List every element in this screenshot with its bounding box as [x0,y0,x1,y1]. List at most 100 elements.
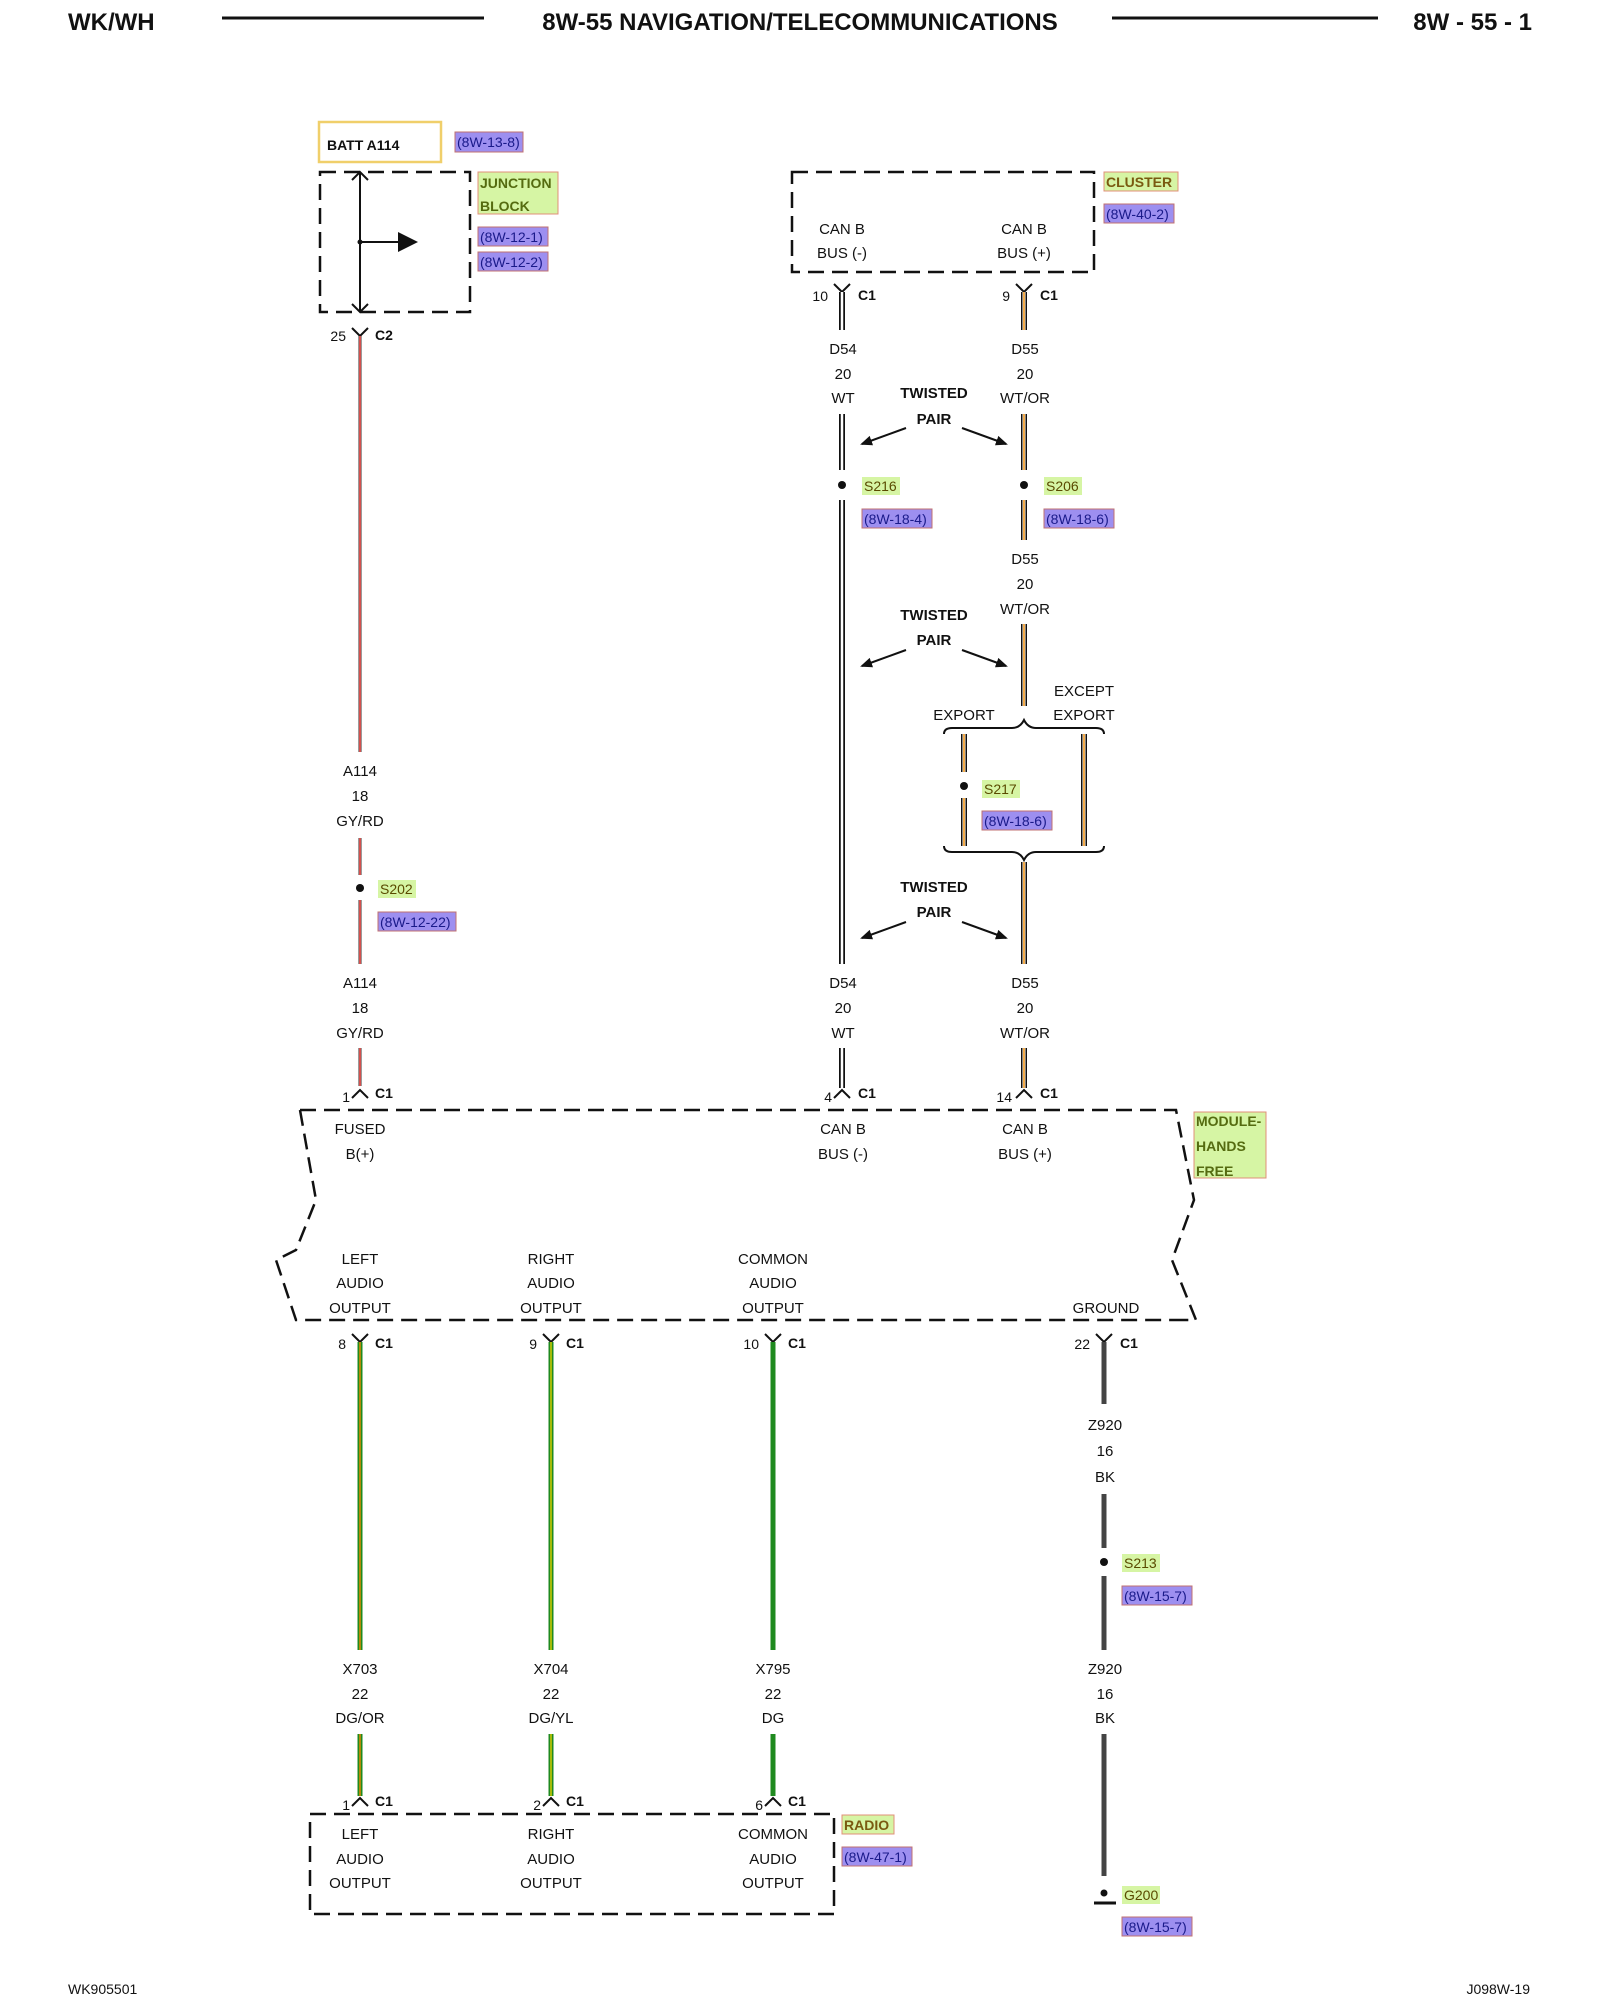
x795-color: DG [762,1710,785,1727]
d55-mid-gauge: 20 [1017,576,1034,593]
hf-right-l1: RIGHT [528,1251,575,1268]
z920-bot-circuit: Z920 [1088,1661,1122,1678]
radio-left-l1: LEFT [342,1826,379,1843]
x795-circuit: X795 [755,1661,790,1678]
wire-x795: X795 22 DG [755,1342,791,1796]
radio-common-symbol [764,1796,782,1807]
radio-right-pin: 2 [533,1797,541,1813]
radio-ref-bg [841,1846,913,1867]
cluster-ref-bg [1103,203,1175,224]
batt-ref[interactable]: (8W-13-8) [457,134,520,150]
export-branch: EXPORT EXCEPT EXPORT S217 (8W-18-6) [933,683,1115,964]
x703-circuit: X703 [342,1661,377,1678]
s216-ref[interactable]: (8W-18-4) [864,511,927,527]
z920-bot-gauge: 16 [1097,1686,1114,1703]
radio-name-bg [841,1814,895,1835]
s202-name-bg [378,880,416,898]
hf-common-name: C1 [788,1335,806,1351]
hf-ground-name: C1 [1120,1335,1138,1351]
jb-name-line1: JUNCTION [480,175,552,191]
jb-node [357,239,363,245]
x703-color: DG/OR [335,1710,384,1727]
s213-ref[interactable]: (8W-15-7) [1124,1588,1187,1604]
s206-name-bg [1044,477,1082,495]
connector-hf-fused: 1 C1 [342,1085,393,1105]
hf-left-symbol [351,1333,369,1344]
jb-arrow-down [351,303,369,314]
a114-top-circuit: A114 [343,763,377,780]
wire-d55: D55 20 WT/OR S206 (8W-18-6) D55 20 WT/OR [1000,292,1115,706]
radio-right-l1: RIGHT [528,1826,575,1843]
twisted-pair-3-arrow-left [860,921,907,940]
batt-label-box [317,120,443,164]
z920-top-color: BK [1095,1469,1115,1486]
cl-c1-right-name: C1 [1040,287,1058,303]
cluster-module: CAN B BUS (-) CAN B BUS (+) CLUSTER (8W-… [790,170,1179,274]
wire-x703: X703 22 DG/OR [335,1342,385,1796]
battery-feed: BATT A114 (8W-13-8) [317,120,524,164]
except-export-l2: EXPORT [1053,707,1114,724]
cluster-pin-left-l1: CAN B [819,221,865,238]
s206-ref[interactable]: (8W-18-6) [1046,511,1109,527]
jb-ref1[interactable]: (8W-12-1) [480,229,543,245]
cluster-pin-left-l2: BUS (-) [817,245,867,262]
junction-block: JUNCTION BLOCK (8W-12-1) (8W-12-2) [318,170,559,314]
twisted-pair-3-l1: TWISTED [900,879,968,896]
s217-ref[interactable]: (8W-18-6) [984,813,1047,829]
connector-hf-ground: 22 C1 [1074,1333,1138,1352]
s213-name[interactable]: S213 [1124,1555,1157,1571]
radio-ref[interactable]: (8W-47-1) [844,1849,907,1865]
a114-top-color: GY/RD [336,813,384,830]
hf-outline-right [300,1108,1198,1322]
z920-bot-color: BK [1095,1710,1115,1727]
z920-top-circuit: Z920 [1088,1417,1122,1434]
radio-right-l3: OUTPUT [520,1875,582,1892]
s202-name[interactable]: S202 [380,881,413,897]
header-title: 8W-55 NAVIGATION/TELECOMMUNICATIONS [542,9,1058,36]
splice-s206-dot [1020,481,1028,489]
hf-canp-symbol [1015,1088,1033,1099]
g200-name[interactable]: G200 [1124,1887,1158,1903]
jb-c2-pin: 25 [330,328,346,344]
twisted-pair-3-l2: PAIR [917,904,952,921]
s206-name[interactable]: S206 [1046,478,1079,494]
radio-common-name: C1 [788,1793,806,1809]
jb-arrow-right [398,232,418,252]
twisted-pair-2-l1: TWISTED [900,607,968,624]
hf-right-l2: AUDIO [527,1275,575,1292]
d55-bot-circuit: D55 [1011,975,1039,992]
export-brace-top [943,717,1105,735]
jb-ref2[interactable]: (8W-12-2) [480,254,543,270]
connector-radio-left: 1 C1 [342,1793,393,1813]
jb-ref1-bg [477,226,549,247]
s202-ref[interactable]: (8W-12-22) [380,914,451,930]
s217-name-bg [982,780,1020,798]
except-export-l1: EXCEPT [1054,683,1114,700]
cluster-name: CLUSTER [1106,174,1172,190]
hf-canm-symbol [833,1088,851,1099]
connector-hf-canm: 4 C1 [824,1085,876,1105]
twisted-pair-1-l2: PAIR [917,411,952,428]
header-page-number: 8W - 55 - 1 [1413,9,1532,36]
twisted-pair-2-arrow-left [860,649,907,668]
radio-name: RADIO [844,1817,889,1833]
jb-c2-symbol [351,327,369,338]
hf-canp-l1: CAN B [1002,1121,1048,1138]
s217-name[interactable]: S217 [984,781,1017,797]
twisted-pair-3: TWISTED PAIR [860,879,1008,940]
hf-ground: GROUND [1073,1300,1140,1317]
g200-ref[interactable]: (8W-15-7) [1124,1919,1187,1935]
radio-common-pin: 6 [755,1797,763,1813]
hf-left-l1: LEFT [342,1251,379,1268]
s202-ref-bg [377,911,457,932]
s206-ref-bg [1043,508,1115,529]
s217-ref-bg [981,810,1053,831]
hf-common-l1: COMMON [738,1251,808,1268]
d54-top-gauge: 20 [835,366,852,383]
connector-cluster-c1-left: 10 C1 [812,283,876,304]
footer-right: J098W-19 [1466,1981,1530,1997]
cluster-ref[interactable]: (8W-40-2) [1106,206,1169,222]
radio-right-symbol [542,1796,560,1807]
s216-name[interactable]: S216 [864,478,897,494]
hf-common-pin: 10 [743,1336,759,1352]
